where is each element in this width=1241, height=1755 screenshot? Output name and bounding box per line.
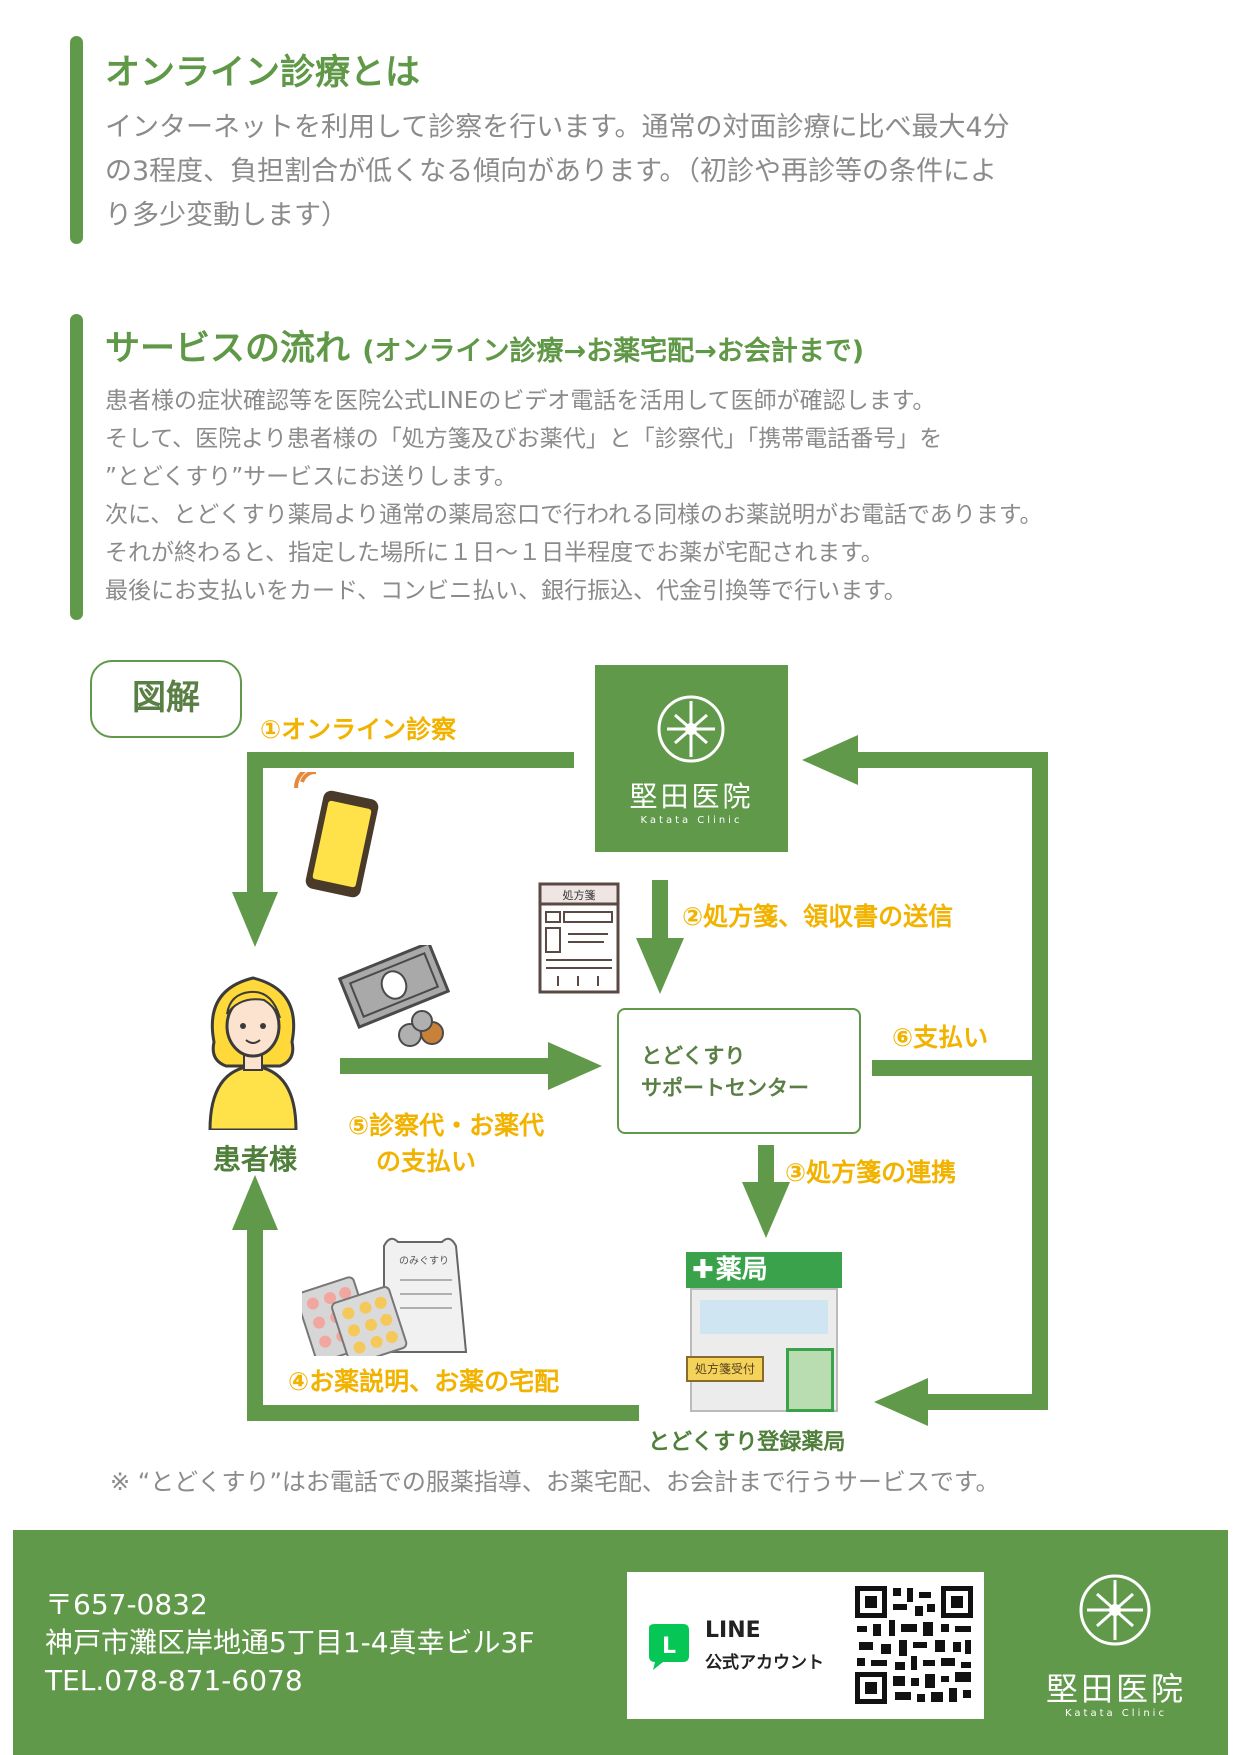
arrow3-head [742,1182,790,1238]
arrow6-bottom [920,1394,1048,1410]
step2-label: ②処方箋、領収書の送信 [682,902,954,931]
footer-clinic-logo-icon [1079,1574,1151,1646]
section2-line-3: ”とどくすり”サービスにお送りします。 [105,464,517,490]
smartphone-icon [294,772,379,898]
diagram-tag: 図解 [90,660,242,738]
section1-body: インターネットを利用して診察を行います。通常の対面診療に比べ最大4分 の3程度、… [105,106,1010,238]
step4-label: ④お薬説明、お薬の宅配 [288,1367,560,1396]
step5-label-line2: の支払い [376,1147,477,1176]
clinic-name: 堅田医院 [629,780,754,813]
arrow4-vertical [247,1218,263,1421]
service-note: ※ “とどくすり”はお電話での服薬指導、お薬宅配、お会計まで行うサービスです。 [110,1468,1000,1496]
section2-line-5: それが終わると、指定した場所に１日～１日半程度でお薬が宅配されます。 [105,540,884,566]
arrow2-shaft [652,880,668,942]
flow-arrows [232,735,1048,1426]
section2-line-4: 次に、とどくすり薬局より通常の薬局窓口で行われる同様のお薬説明がお電話であります… [105,502,1043,528]
footer-address: 神戸市灘区岸地通5丁目1-4真幸ビル3F [45,1626,535,1659]
clinic-name-en: Katata Clinic [640,815,743,826]
section1-line-2: の3程度、負担割合が低くなる傾向があります。（初診や再診等の条件によ [105,156,997,187]
pharmacy-cross-icon: ✚ [692,1255,714,1285]
step3-label: ③処方箋の連携 [785,1158,957,1187]
arrow3-shaft [758,1145,774,1185]
prescription-icon: 処方箋 [538,882,620,994]
pharmacy-counter-sign: 処方箋受付 [686,1356,764,1382]
section2-line-6: 最後にお支払いをカード、コンビニ払い、銀行振込、代金引換等で行います。 [105,578,907,604]
line-logo-icon: L [649,1624,689,1670]
money-icon [338,945,450,1047]
footer-clinic-name-en: Katata Clinic [1065,1708,1167,1719]
arrow1-vertical [247,752,263,902]
pharmacy-sign-text: 薬局 [715,1255,768,1285]
footer-address-block: 〒657-0832 神戸市灘区岸地通5丁目1-4真幸ビル3F TEL.078-8… [45,1586,534,1700]
clinic-logo-icon [657,695,725,763]
clinic-box: 堅田医院 Katata Clinic [595,665,788,852]
arrow1-head [232,892,278,947]
arrow6-stub [872,1060,1042,1076]
arrow6-vertical [1032,752,1048,1410]
arrow2-head [636,938,684,994]
qr-code-icon[interactable] [853,1584,975,1706]
footer [13,1530,1228,1755]
line-logo-letter: L [662,1634,676,1659]
medicine-bag-label: のみぐすり [399,1255,449,1267]
section2-subtitle: (オンライン診療→お薬宅配→お会計まで) [362,336,865,367]
footer-tel: TEL.078-871-6078 [45,1664,303,1697]
step5-label: ⑤診察代・お薬代 の支払い [348,1108,544,1180]
section2-body: 患者様の症状確認等を医院公式LINEのビデオ電話を活用して医師が確認します。 そ… [105,382,1042,610]
step1-label: ①オンライン診察 [260,715,457,744]
footer-clinic-name: 堅田医院 [1045,1670,1186,1708]
section1-line-1: インターネットを利用して診察を行います。通常の対面診療に比べ最大4分 [105,112,1010,143]
pharmacy-window [700,1300,828,1334]
prescription-doc-label: 処方箋 [563,888,596,902]
section1-title: オンライン診療とは [105,53,421,93]
arrow5-head [548,1042,602,1090]
section2-title: サービスの流れ (オンライン診療→お薬宅配→お会計まで) [105,320,864,371]
line-brand-text: LINE [705,1618,761,1643]
line-subtext: 公式アカウント [705,1653,824,1673]
arrow1-horizontal [247,752,574,768]
footer-zip: 〒657-0832 [45,1588,208,1621]
section2-title-main: サービスの流れ [105,329,351,369]
arrow6-bottom-head [874,1378,928,1426]
section1-line-3: り多少変動します） [105,200,348,231]
arrow5-shaft [340,1058,552,1074]
arrow4-head [232,1175,278,1230]
step5-label-line1: ⑤診察代・お薬代 [348,1111,545,1140]
patient-label: 患者様 [213,1143,298,1176]
line-account-card[interactable]: L LINE 公式アカウント [627,1572,984,1719]
medicine-package-icon: のみぐすり [302,1237,468,1356]
section2-line-1: 患者様の症状確認等を医院公式LINEのビデオ電話を活用して医師が確認します。 [105,388,936,414]
support-center-line2: サポートセンター [641,1076,809,1100]
section2-accent-bar [70,314,83,620]
support-center-line1: とどくすり [641,1044,746,1068]
pharmacy-label: とどくすり登録薬局 [648,1430,846,1455]
patient-person-icon [208,976,298,1130]
step6-label: ⑥支払い [892,1023,989,1052]
section1-accent-bar [70,36,83,244]
pharmacy-door [786,1348,834,1412]
arrow4-horizontal [247,1405,639,1421]
arrow6-top [850,752,1048,768]
support-center-box: とどくすり サポートセンター [617,1008,861,1134]
arrow6-top-head [802,735,858,785]
section2-line-2: そして、医院より患者様の「処方箋及びお薬代」と「診察代」「携帯電話番号」を [105,426,943,452]
pharmacy-building-icon: ✚薬局 処方箋受付 [686,1252,842,1412]
pharmacy-sign: ✚薬局 [686,1252,842,1288]
